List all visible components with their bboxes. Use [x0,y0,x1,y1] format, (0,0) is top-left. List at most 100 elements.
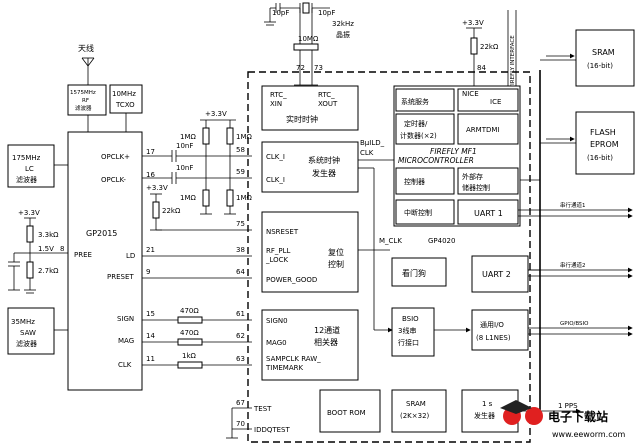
r-1k-label: 1kΩ [182,352,197,360]
ice-label: ICE [490,98,501,106]
cap-10nf-b: 10nF [176,164,193,172]
rtc-label: 实时时钟 [286,114,318,124]
r-2k7-label: 2.7kΩ [38,267,59,275]
antenna-icon [81,57,95,85]
rf-filter-block [67,84,107,116]
clk-i-1: CLK_I [266,153,285,161]
r-10m-label: 10MΩ [298,35,319,43]
r-1m-label-c: 1MΩ [180,194,196,202]
sys-service-label: 系统服务 [401,97,429,106]
gpio-line2: (8 L1NES) [476,334,511,342]
watchdog-label: 看门狗 [402,268,426,278]
resistor-1m-a [202,127,210,145]
sram-internal-1: SRAM [406,400,426,408]
r-470-label-b: 470Ω [180,329,199,337]
pin-84: 84 [477,64,486,72]
pin-num-11: 11 [146,355,155,363]
firefly-interface-label: FIREFLY INTERFACE [510,35,516,88]
controller-label: 控制器 [404,177,425,186]
bus-clk-2: CLK [360,149,374,157]
sram-internal-block [391,389,447,433]
tcxo-block [109,84,143,114]
bsio-line3: 行接口 [398,338,419,347]
armtdmi-label: ARMTDMI [466,126,499,134]
pin-73: 73 [314,64,323,72]
serial2-label: 串行通道2 [560,261,586,269]
rf-pll-pin: RF_PLL [266,247,291,255]
r-3k3-label: 3.3kΩ [38,231,59,239]
sys-service-block [395,88,455,112]
saw-filter-line2: SAW [20,329,36,337]
nsreset-pin: NSRESET [266,228,299,236]
resistor-1m-b [226,127,234,145]
r-1m-label-b: 1MΩ [236,133,252,141]
gp2015-label: GP2015 [86,229,117,238]
lc-filter-line2: LC [25,165,34,173]
ext-sram-label: SRAM [592,48,615,57]
timer-block [395,113,455,145]
uart2-block [471,255,529,293]
resistor-470-b [177,338,203,346]
crystal-freq: 32kHz [332,20,354,28]
watchdog-block [391,257,447,287]
sign0-pin: SIGN0 [266,317,288,325]
pin-75: 75 [236,220,245,228]
resistor-2k7 [26,261,34,279]
sampclk-pin: SAMPCLK RAW_ [266,355,321,363]
pin-59: 59 [236,168,245,176]
ice-block [457,88,519,112]
int-ctrl-label: 中断控制 [404,208,432,217]
pin-num-15: 15 [146,310,155,318]
serial1-label: 串行通道1 [560,201,586,209]
pin-72: 72 [296,64,305,72]
pps-label: 1 PPS [558,402,578,410]
ext-mem-label2: 储器控制 [462,183,490,192]
clk-gen-label1: 系统时钟 [308,155,340,165]
pin-67: 67 [236,399,245,407]
tcxo-freq: 10MHz [112,90,136,98]
reset-label1: 复位 [328,247,344,257]
clock-generator-block [261,141,359,193]
r-22k-top-label: 22kΩ [480,43,499,51]
pin-ld: LD [126,252,135,260]
pin-70: 70 [236,420,245,428]
pin-opclk-plus: OPCLK+ [101,153,130,161]
crystal-icon [302,2,310,14]
pps-gen-1: 1 s [482,400,493,408]
correlator-label2: 相关器 [314,337,338,347]
gp4020-label: GP4020 [428,237,455,245]
pin-62: 62 [236,332,245,340]
pin-num-9: 9 [146,268,150,276]
gpio-bsio-label: GPIO/BSIO [560,321,589,327]
boot-rom-label: BOOT ROM [327,409,366,417]
cap-10pf-a: 10pF [272,9,289,17]
lc-filter-block [7,144,55,188]
v15-label: 1.5V [38,245,54,253]
r-470-label-a: 470Ω [180,307,199,315]
supply-mid: +3.3V [205,110,227,118]
watermark-site: 电子下载站 [548,409,608,424]
supply-left: +3.3V [18,209,40,217]
pin-pree: PREE [74,251,92,259]
watermark: 电子下载站 www.eeworm.com [500,400,625,439]
gpio-line1: 通用I/O [480,320,504,329]
rtc-xout2: XOUT [318,100,338,108]
bsio-line2: 3线串 [398,326,416,335]
watermark-url: www.eeworm.com [552,430,625,439]
uart1-block [457,199,519,225]
cap-10nf-a: 10nF [176,142,193,150]
boot-rom-block [319,389,381,433]
resistor-22k [152,201,160,219]
clk-gen-label2: 发生器 [312,168,336,178]
saw-filter-line3: 滤波器 [16,339,37,348]
rtc-block [261,85,359,131]
pin-num-16: 16 [146,171,155,179]
sram-internal-2: (2K×32) [400,412,430,420]
ext-sram-width: (16-bit) [587,62,613,70]
pin-mag: MAG [118,337,134,345]
rtc-xin: RTC_ [270,91,287,99]
gp4020-chip-boundary [247,71,531,443]
pin-opclk-minus: OPCLK- [101,176,126,184]
gp2015-chip [67,131,143,391]
ext-mem-label1: 外部存 [462,172,483,181]
